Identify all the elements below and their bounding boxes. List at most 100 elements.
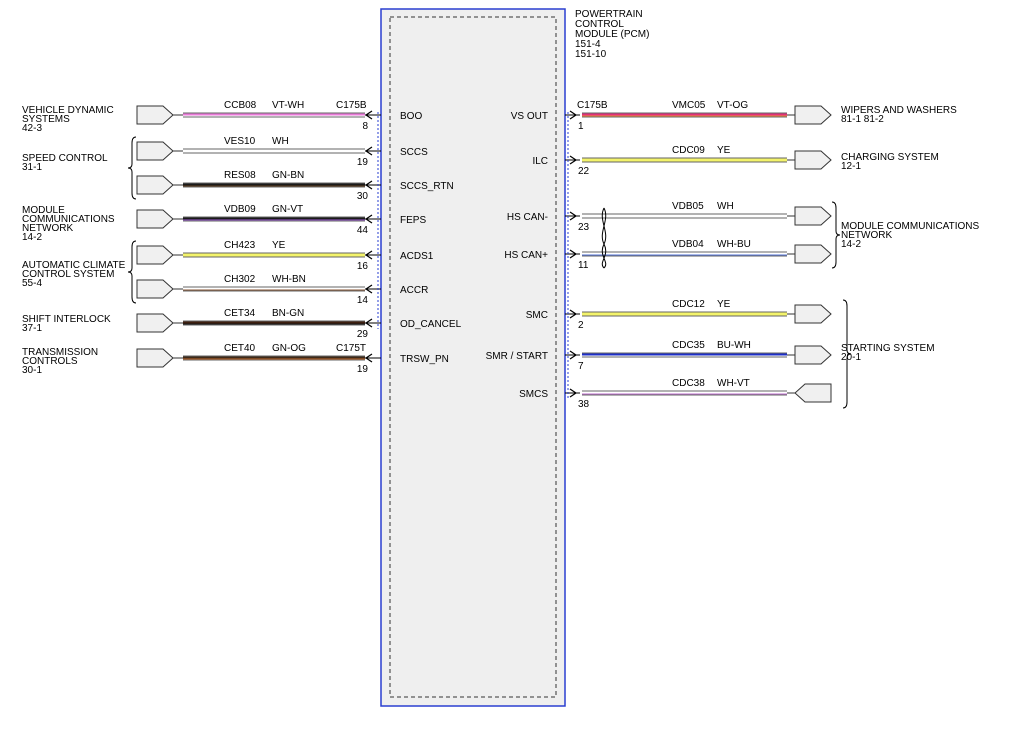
connector-symbol	[136, 141, 174, 161]
connector-symbol	[794, 206, 832, 226]
signal-name: HS CAN-	[507, 212, 548, 223]
pin-arrow	[569, 350, 578, 360]
right-destination-label: WIPERS AND WASHERS	[841, 105, 957, 116]
left-destination-label: SYSTEMS	[22, 114, 70, 125]
connector-label: C175B	[336, 100, 367, 111]
pin-arrow	[569, 211, 578, 221]
pin-number: 38	[578, 399, 590, 410]
color-code-label: WH	[272, 136, 289, 147]
circuit-label: CDC35	[672, 340, 705, 351]
left-destination-label: SHIFT INTERLOCK	[22, 314, 111, 325]
signal-name: SMR / START	[486, 351, 548, 362]
twisted-pair-symbol	[601, 207, 607, 269]
color-code-label: WH-BU	[717, 239, 751, 250]
right-destination-label: MODULE COMMUNICATIONS	[841, 221, 979, 232]
circuit-label: CET40	[224, 343, 256, 354]
circuit-label: CH302	[224, 274, 256, 285]
left-destination-label: SPEED CONTROL	[22, 153, 108, 164]
left-destination-label: AUTOMATIC CLIMATE	[22, 260, 126, 271]
circuit-label: VES10	[224, 136, 256, 147]
signal-name: BOO	[400, 111, 422, 122]
pin-number: 44	[357, 225, 369, 236]
grouping-brace	[842, 299, 852, 409]
connector-symbol	[136, 313, 174, 333]
left-destination-label: MODULE	[22, 205, 65, 216]
pin-number: 16	[357, 261, 369, 272]
pin-arrow	[569, 309, 578, 319]
left-destination-label: 31-1	[22, 162, 42, 173]
left-destination-label: CONTROL SYSTEM	[22, 269, 114, 280]
signal-name: SMCS	[519, 389, 548, 400]
pin-number: 22	[578, 166, 590, 177]
color-code-label: YE	[272, 240, 286, 251]
color-code-label: GN-VT	[272, 204, 303, 215]
pin-number: 29	[357, 329, 369, 340]
signal-name: VS OUT	[511, 111, 548, 122]
circuit-label: CDC12	[672, 299, 705, 310]
connector-symbol	[136, 279, 174, 299]
left-destination-label: VEHICLE DYNAMIC	[22, 105, 114, 116]
circuit-label: CET34	[224, 308, 256, 319]
left-destination-label: NETWORK	[22, 223, 73, 234]
left-destination-label: COMMUNICATIONS	[22, 214, 115, 225]
grouping-brace	[831, 201, 841, 269]
pin-number: 8	[362, 121, 368, 132]
signal-name: SMC	[526, 310, 548, 321]
signal-name: FEPS	[400, 215, 426, 226]
signal-name: ACCR	[400, 285, 428, 296]
pin-arrow	[569, 249, 578, 259]
color-code-label: YE	[717, 145, 731, 156]
connector-symbol	[136, 175, 174, 195]
connector-symbol	[794, 150, 832, 170]
signal-name: HS CAN+	[504, 250, 548, 261]
right-destination-label: CHARGING SYSTEM	[841, 152, 939, 163]
signal-name: ILC	[532, 156, 548, 167]
left-destination-label: 37-1	[22, 323, 42, 334]
signal-name: SCCS_RTN	[400, 181, 454, 192]
color-code-label: BN-GN	[272, 308, 304, 319]
color-code-label: BU-WH	[717, 340, 751, 351]
pin-number: 23	[578, 222, 590, 233]
color-code-label: VT-OG	[717, 100, 748, 111]
circuit-label: CDC38	[672, 378, 705, 389]
connector-symbol	[794, 383, 832, 403]
right-destination-label: 14-2	[841, 239, 861, 250]
pin-number: 7	[578, 361, 584, 372]
circuit-label: VMC05	[672, 100, 706, 111]
left-destination-label: 55-4	[22, 278, 42, 289]
module-title-line: POWERTRAIN	[575, 9, 643, 20]
pin-arrow	[569, 110, 578, 120]
color-code-label: VT-WH	[272, 100, 304, 111]
right-destination-label: 81-1 81-2	[841, 114, 884, 125]
connector-symbol	[794, 244, 832, 264]
pcm-module	[380, 8, 566, 707]
circuit-label: CCB08	[224, 100, 257, 111]
circuit-label: VDB05	[672, 201, 704, 212]
connector-label: C175B	[577, 100, 608, 111]
color-code-label: WH-VT	[717, 378, 750, 389]
connector-symbol	[794, 304, 832, 324]
connector-symbol	[136, 348, 174, 368]
module-title-line: CONTROL	[575, 19, 624, 30]
pin-number: 19	[357, 364, 369, 375]
module-title-line: 151-10	[575, 49, 607, 60]
signal-name: OD_CANCEL	[400, 319, 462, 330]
pin-number: 14	[357, 295, 369, 306]
pin-number: 11	[578, 260, 589, 271]
grouping-brace	[127, 240, 137, 304]
module-inner-dashed	[389, 16, 557, 698]
left-destination-label: TRANSMISSION	[22, 347, 98, 358]
grouping-brace	[127, 136, 137, 200]
connector-symbol	[136, 209, 174, 229]
connector-symbol	[794, 345, 832, 365]
left-destination-label: 14-2	[22, 232, 42, 243]
left-destination-label: 42-3	[22, 123, 42, 134]
circuit-label: CH423	[224, 240, 256, 251]
right-destination-label: NETWORK	[841, 230, 892, 241]
pin-arrow	[569, 155, 578, 165]
color-code-label: WH	[717, 201, 734, 212]
color-code-label: YE	[717, 299, 731, 310]
circuit-label: VDB04	[672, 239, 704, 250]
pin-number: 19	[357, 157, 369, 168]
